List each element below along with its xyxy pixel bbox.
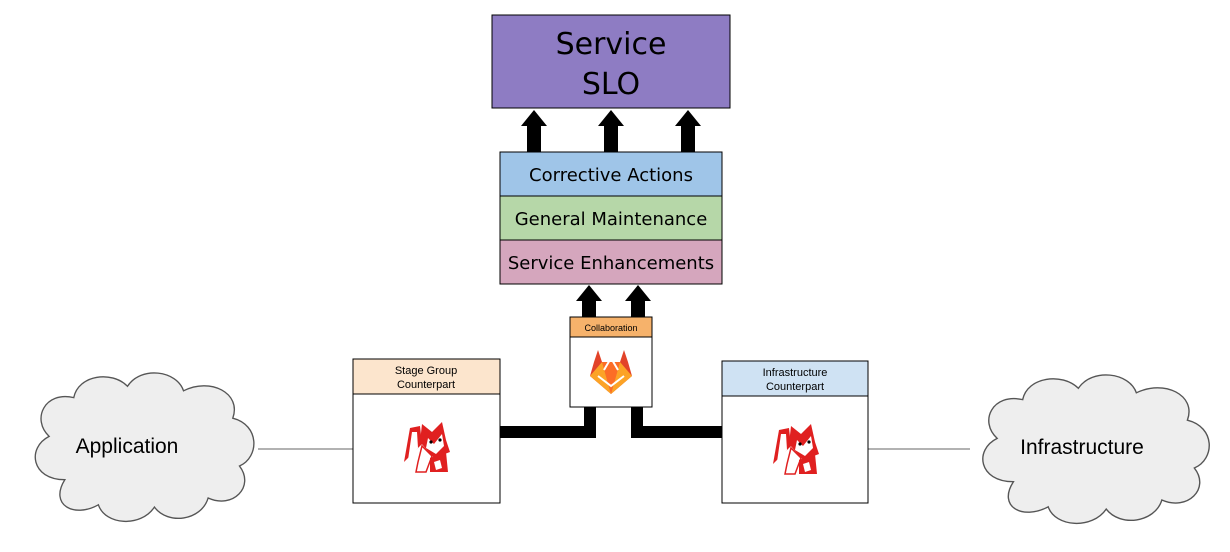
corrective-actions-box — [499, 151, 723, 197]
service-enhancements-label: Service Enhancements — [508, 253, 714, 274]
infra-counterpart-line1: Infrastructure — [763, 367, 828, 379]
service-slo-box — [491, 14, 731, 109]
thick-connectors — [500, 406, 722, 438]
collaboration-label: Collaboration — [584, 323, 637, 333]
infra-counterpart-header — [721, 360, 869, 397]
corrective-actions-label: Corrective Actions — [529, 165, 693, 186]
general-maintenance-label: General Maintenance — [515, 209, 708, 230]
upward-arrows-to-stack — [576, 285, 651, 317]
stage-group-line1: Stage Group — [395, 365, 457, 377]
application-label: Application — [76, 435, 179, 458]
service-slo-line1: Service — [556, 27, 667, 62]
stage-group-header — [352, 358, 501, 395]
service-enhancements-box — [499, 239, 723, 285]
service-slo-line2: SLO — [582, 67, 640, 102]
general-maintenance-box — [499, 195, 723, 241]
upward-arrows-to-slo — [521, 110, 701, 152]
infrastructure-label: Infrastructure — [1020, 436, 1144, 459]
infra-counterpart-line2: Counterpart — [766, 381, 824, 393]
stage-group-line2: Counterpart — [397, 379, 455, 391]
